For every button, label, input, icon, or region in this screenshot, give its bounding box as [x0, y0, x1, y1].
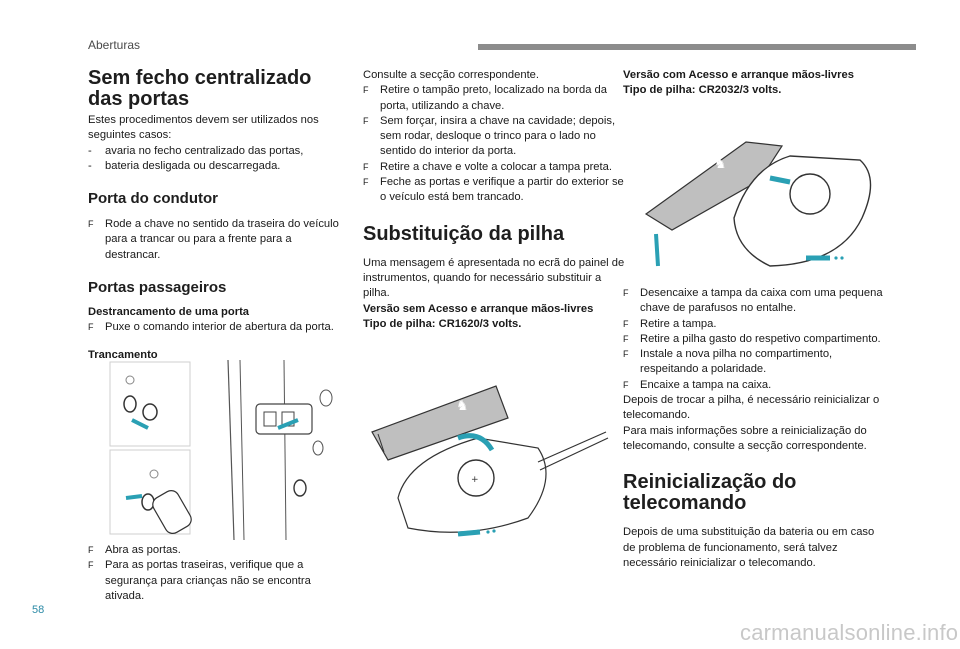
svg-text:+: + [471, 475, 479, 485]
section-header: Aberturas [88, 38, 141, 52]
reset-text: Depois de uma substituição da bateria ou… [623, 526, 875, 569]
intro-text: Estes procedimentos devem ser utilizados… [88, 114, 319, 142]
column-1: Sem fecho centralizado das portas Estes … [88, 68, 350, 363]
version-without-keyless: Versão sem Acesso e arranque mãos-livres [363, 302, 594, 315]
svg-text:♞: ♞ [456, 398, 469, 414]
after-change-text: Depois de trocar a pilha, é necessário r… [623, 394, 880, 422]
watermark: carmanualsonline.info [740, 620, 959, 645]
key-fob-cr1620-illustration: ♞ + [371, 385, 609, 537]
column-3: Versão com Acesso e arranque mãos-livres… [623, 68, 885, 99]
more-info-text: Para mais informações sobre a reiniciali… [623, 424, 867, 452]
case-item: -avaria no fecho centralizado das portas… [88, 144, 304, 157]
key-fob-cr2032-illustration: ♞ [644, 141, 872, 267]
battery-type-cr2032: Tipo de pilha: CR2032/3 volts. [623, 84, 782, 97]
svg-text:♞: ♞ [714, 156, 727, 172]
battery-replacement-title: Substituição da pilha [363, 222, 565, 245]
case-item: -bateria desligada ou descarregada. [88, 159, 281, 172]
header-bar [478, 44, 916, 50]
unlock-title: Destrancamento de uma porta [88, 306, 250, 319]
driver-door-title: Porta do condutor [88, 190, 218, 208]
section-title-no-central-locking: Sem fecho centralizado das portas [88, 67, 312, 110]
lock-title: Trancamento [88, 348, 158, 361]
version-with-keyless: Versão com Acesso e arranque mãos-livres [623, 69, 854, 81]
consult-line: Consulte a secção correspondente. [363, 69, 540, 81]
battery-intro: Uma mensagem é apresentada no ecrã do pa… [363, 256, 625, 300]
battery-type-cr1620: Tipo de pilha: CR1620/3 volts. [363, 317, 522, 330]
remote-reset-title: Reinicialização do telecomando [623, 471, 797, 515]
door-lock-illustration [109, 359, 333, 541]
passenger-doors-title: Portas passageiros [88, 279, 227, 297]
page-number: 58 [32, 604, 45, 616]
